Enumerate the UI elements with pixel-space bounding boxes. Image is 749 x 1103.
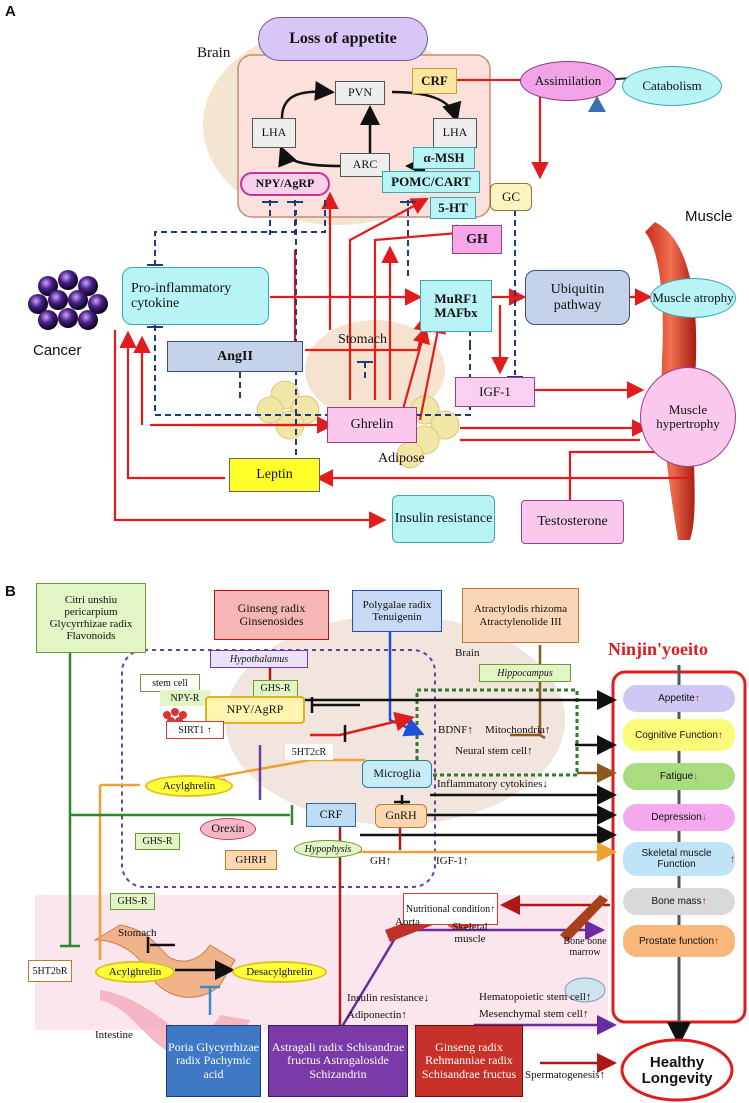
- stomach-b-label: Stomach: [118, 927, 157, 939]
- healthy-longevity-label: Healthy Longevity: [641, 1053, 713, 1087]
- gh-box: GH: [452, 225, 502, 254]
- crf-box-a: CRF: [412, 68, 457, 94]
- healthy-longevity-ellipse: [620, 1038, 734, 1102]
- ghs-r-low: GHS-R: [110, 893, 155, 910]
- five-ht-box: 5-HT: [430, 197, 476, 219]
- spermatogenesis-label: Spermatogenesis↑: [525, 1069, 606, 1081]
- insulin-res-label: Insulin resistance↓: [347, 992, 430, 1004]
- aorta-label: Aorta: [395, 916, 421, 928]
- gc-box: GC: [490, 183, 532, 211]
- outcome-fatigue: Fatigue↓: [623, 763, 735, 790]
- panel-a-label: A: [5, 3, 16, 20]
- atractylodis-box: Atractylodis rhizoma Atractylenolide III: [462, 588, 579, 643]
- acylghrelin-low: Acylghrelin: [95, 961, 175, 983]
- leptin-box: Leptin: [229, 458, 320, 492]
- citri-box: Citri unshiu pericarpium Glycyrrhizae ra…: [36, 583, 146, 653]
- hypophysis-label: Hypophysis: [294, 840, 362, 858]
- loss-of-appetite: Loss of appetite: [258, 17, 428, 61]
- bdnf-label: BDNF↑: [438, 724, 473, 736]
- gh-up-label: GH↑: [370, 855, 392, 867]
- cancer-cells: [28, 270, 108, 330]
- sirt1-box: SIRT1 ↑: [166, 721, 224, 739]
- adipose-label: Adipose: [378, 451, 425, 466]
- neural-stem-label: Neural stem cell↑: [455, 745, 533, 757]
- ninjin-title: Ninjin'yoeito: [608, 639, 709, 659]
- outcome-appetite: Appetite↑: [623, 685, 735, 712]
- orexin-ellipse: Orexin: [200, 818, 256, 840]
- npy-agrp-box-a: NPY/AgRP: [240, 172, 330, 196]
- hippocampus-box: [415, 688, 579, 777]
- pvn-box: PVN: [335, 81, 385, 105]
- npy-agrp-star: NPY/AgRP: [205, 696, 305, 724]
- igf1-up-label: IGF-1↑: [436, 855, 469, 867]
- cancer-label: Cancer: [33, 342, 82, 359]
- mitochondria-label: Mitochondria↑: [485, 724, 551, 736]
- pro-inflammatory-box: Pro-inflammatory cytokine: [122, 267, 269, 325]
- muscle-atrophy-ellipse: Muscle atrophy: [650, 278, 736, 318]
- panel-b-label: B: [5, 583, 16, 600]
- ginseng-top-box: Ginseng radix Ginsenosides: [214, 590, 329, 640]
- arc-box: ARC: [340, 153, 390, 177]
- astragali-box: Astragali radix Schisandrae fructus Astr…: [268, 1025, 408, 1097]
- inflammatory-label: Inflammatory cytokines↓: [437, 778, 548, 790]
- outcome-prostate: Prostate function↑: [623, 925, 735, 957]
- brain-label: Brain: [197, 45, 231, 61]
- assimilation-ellipse: Assimilation: [520, 61, 616, 101]
- hypothalamus-box: [121, 649, 436, 888]
- ghrh-box: GHRH: [225, 850, 277, 870]
- mesenchymal-label: Mesenchymal stem cell↑: [479, 1008, 589, 1020]
- murf1-mafbx-box: MuRF1 MAFbx: [420, 280, 492, 332]
- microglia-box: Microglia: [362, 760, 432, 788]
- intestine-label: Intestine: [95, 1029, 133, 1041]
- lha-right-box: LHA: [433, 118, 477, 148]
- ubiquitin-box: Ubiquitin pathway: [525, 270, 630, 325]
- outcome-cognitive: Cognitive Function↑: [623, 719, 735, 751]
- ginseng-low-box: Ginseng radix Rehmanniae radix Schisandr…: [415, 1025, 523, 1097]
- poria-box: Poria Glycyrrhizae radix Pachymic acid: [166, 1025, 261, 1097]
- bone-image: [560, 895, 608, 942]
- hypothalamus-label: Hypothalamus: [210, 650, 308, 668]
- murf1-label: MuRF1: [434, 290, 478, 306]
- insulin-resistance-box-a: Insulin resistance: [392, 495, 495, 543]
- acylghrelin-top: Acylghrelin: [145, 775, 233, 797]
- ang-box: AngII: [167, 341, 303, 372]
- outcome-bone: Bone mass↑: [623, 888, 735, 915]
- polygalae-box: Polygalae radix Tenuigenin: [352, 590, 442, 632]
- outcome-depression: Depression↓: [623, 804, 735, 831]
- outcome-skeletal: Skeletal muscle Function↑: [623, 842, 735, 876]
- five-ht2cr-label: 5HT2cR: [285, 744, 333, 760]
- muscle-label: Muscle: [685, 208, 733, 225]
- crf-box-b: CRF: [306, 803, 356, 827]
- ghs-r-top: GHS-R: [253, 680, 298, 697]
- hematopoietic-label: Hematopoietic stem cell↑: [479, 991, 592, 1003]
- stomach-label-a: Stomach: [338, 332, 387, 347]
- nutritional-box: Nutritional condition↑: [403, 893, 498, 925]
- desacylghrelin: Desacylghrelin: [232, 961, 327, 983]
- muscle-hypertrophy-ellipse: Muscle hypertrophy: [640, 367, 736, 467]
- bone-marrow-image: [564, 977, 606, 1003]
- bone-label: Bone bone marrow: [563, 936, 607, 958]
- hippocampus-label: Hippocampus: [479, 664, 571, 682]
- adiponectin-label: Adiponectin↑: [347, 1009, 407, 1021]
- npy-r-label: NPY-R: [160, 690, 210, 706]
- brain-b-label: Brain: [455, 647, 480, 659]
- lha-left-box: LHA: [252, 118, 296, 148]
- gnrh-box: GnRH: [375, 804, 427, 828]
- igf1-box-a: IGF-1: [455, 377, 535, 407]
- ghs-r-mid: GHS-R: [135, 833, 180, 850]
- mafbx-label: MAFbx: [434, 305, 478, 320]
- alpha-msh-box: α-MSH: [413, 147, 475, 169]
- catabolism-ellipse: Catabolism: [622, 66, 722, 106]
- ghrelin-box: Ghrelin: [327, 407, 417, 443]
- pomc-cart-box: POMC/CART: [382, 171, 480, 193]
- five-ht2br-box: 5HT2bR: [28, 960, 72, 982]
- skeletal-muscle-label: Skeletal muscle: [452, 920, 488, 945]
- testosterone-box: Testosterone: [521, 500, 624, 544]
- balance-triangle: [588, 96, 606, 112]
